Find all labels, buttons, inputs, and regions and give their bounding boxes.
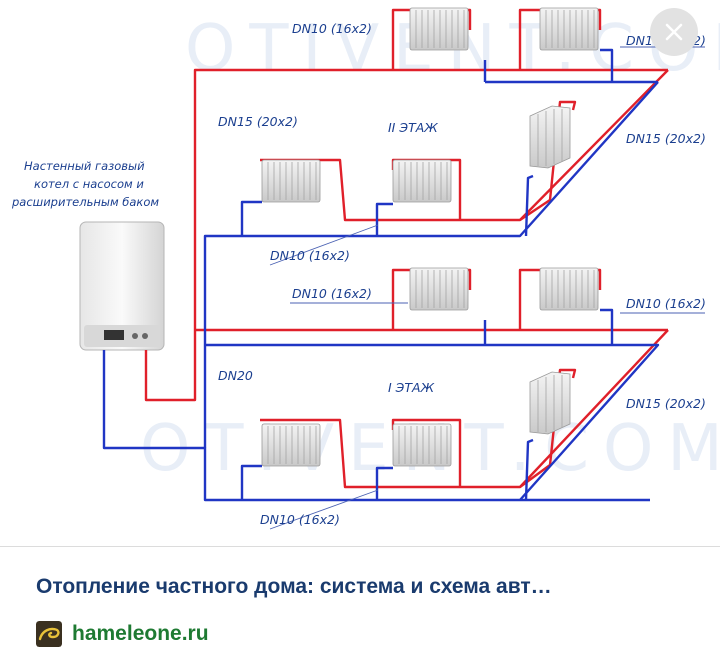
close-icon bbox=[665, 23, 683, 41]
pipe-label-upper-main: DN15 (20x2) bbox=[218, 114, 298, 129]
boiler-label-line-3: расширительным баком bbox=[11, 195, 159, 209]
pipe-label-lower-right: DN15 (20x2) bbox=[626, 396, 706, 411]
floor-label-upper: II ЭТАЖ bbox=[388, 120, 438, 135]
source-site-link[interactable]: hameleone.ru bbox=[36, 621, 209, 647]
pipe-label-top-left: DN10 (16x2) bbox=[292, 21, 372, 36]
floor-label-lower: I ЭТАЖ bbox=[388, 380, 435, 395]
heating-diagram: OTIVENT.COM OTIVENT.COM bbox=[11, 7, 720, 530]
pipe-label-lower-top-left: DN10 (16x2) bbox=[292, 286, 372, 301]
chameleon-favicon-icon bbox=[36, 621, 62, 647]
boiler-illustration bbox=[79, 221, 165, 351]
pipe-label-riser: DN20 bbox=[218, 368, 253, 383]
source-domain: hameleone.ru bbox=[72, 622, 209, 645]
result-caption: Отопление частного дома: система и схема… bbox=[0, 547, 720, 670]
pipe-label-lower-top-right: DN10 (16x2) bbox=[626, 296, 706, 311]
result-title-link[interactable]: Отопление частного дома: система и схема… bbox=[36, 575, 552, 598]
pipe-label-upper-right: DN15 (20x2) bbox=[626, 131, 706, 146]
boiler-label-line-2: котел с насосом и bbox=[34, 177, 144, 191]
pipe-label-upper-branch: DN10 (16x2) bbox=[270, 248, 350, 263]
boiler-label-line-1: Настенный газовый bbox=[24, 159, 145, 173]
divider bbox=[0, 546, 720, 547]
close-button[interactable] bbox=[650, 8, 698, 56]
pipe-label-lower-branch: DN10 (16x2) bbox=[260, 512, 340, 527]
